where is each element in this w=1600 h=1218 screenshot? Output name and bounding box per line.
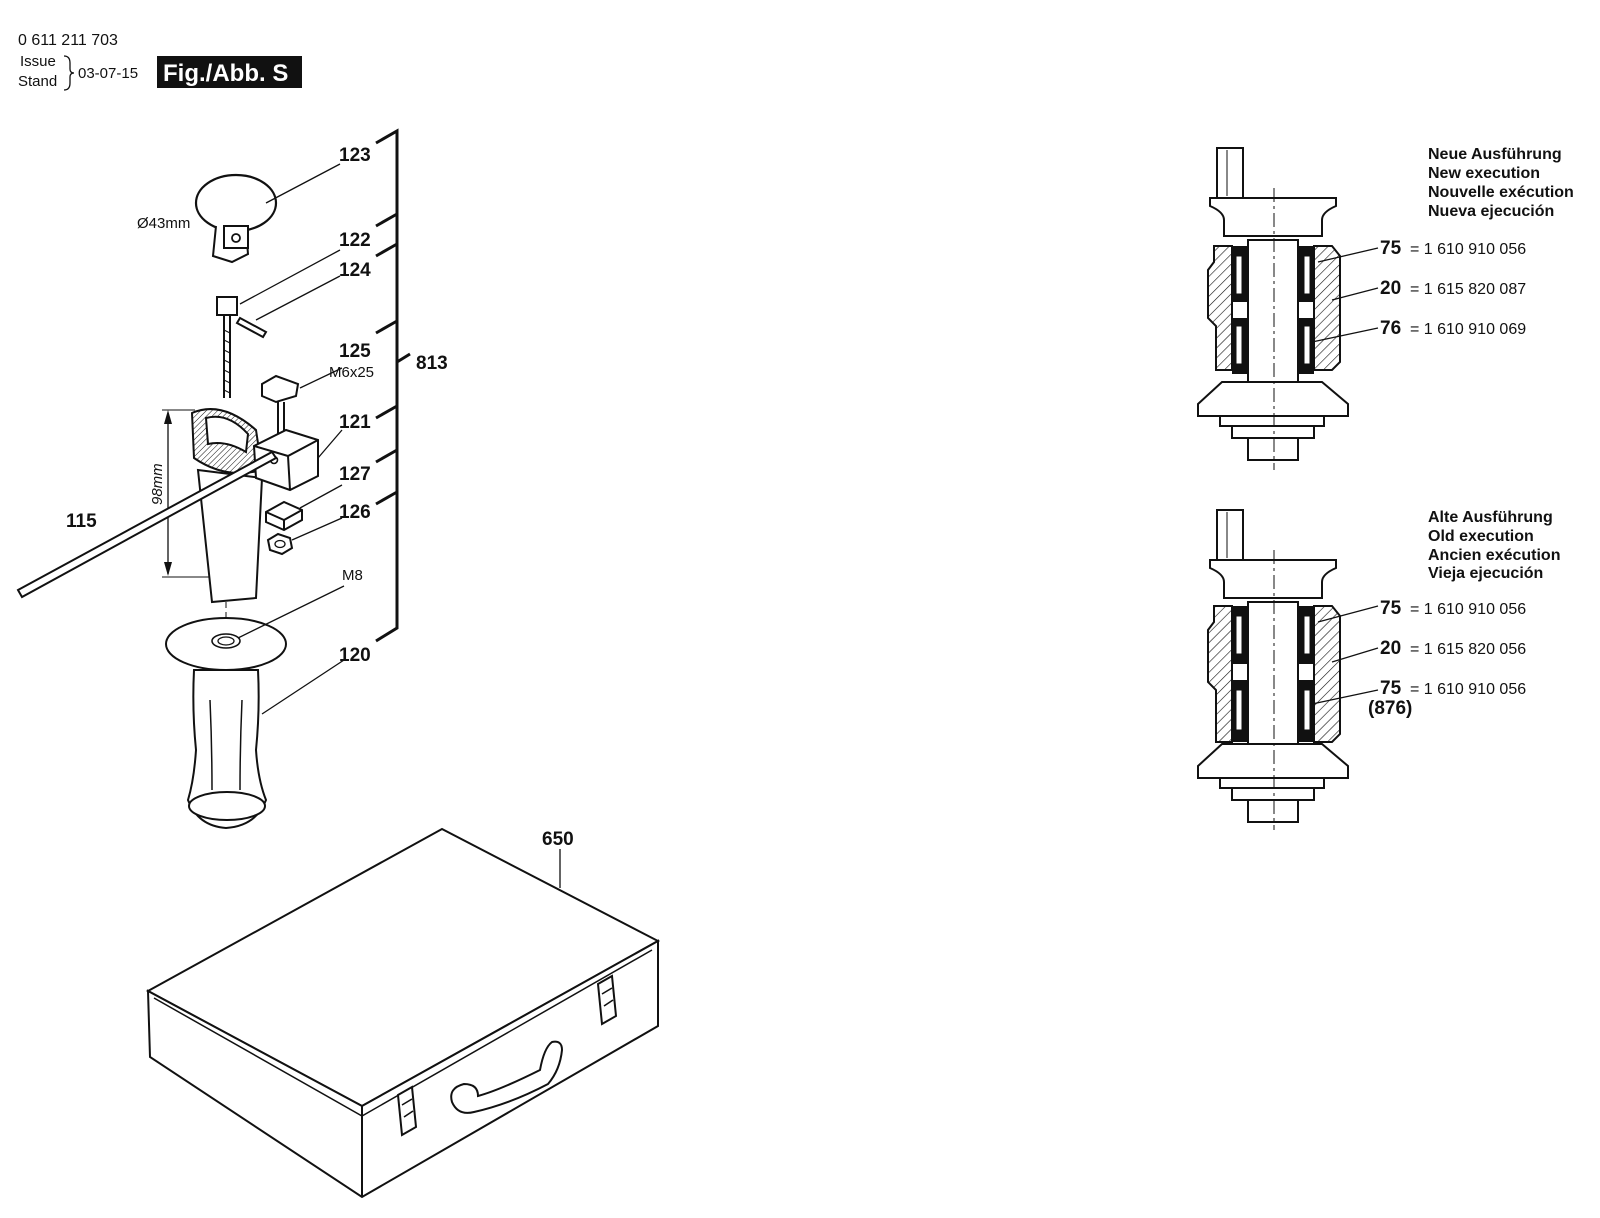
label-123: 123 xyxy=(339,145,371,166)
label-diameter: Ø43mm xyxy=(137,215,190,232)
brace-icon xyxy=(63,55,75,91)
label-122: 122 xyxy=(339,230,371,251)
grip-120 xyxy=(186,669,268,830)
old-part-eq-1: = 1 610 910 056 xyxy=(1410,601,1526,618)
label-m8: M8 xyxy=(342,567,363,584)
label-127: 127 xyxy=(339,464,371,485)
label-813: 813 xyxy=(416,353,448,374)
new-part-eq-1: = 1 610 910 056 xyxy=(1410,241,1526,258)
carrying-case-650: 650 xyxy=(145,827,661,1199)
label-120: 120 xyxy=(339,645,371,666)
new-execution-diagram: Neue Ausführung New execution Nouvelle e… xyxy=(1197,146,1574,470)
old-line-3: Ancien exécution xyxy=(1428,547,1560,564)
old-part-extra: (876) xyxy=(1368,698,1412,719)
figure-label-box xyxy=(157,56,302,88)
new-part-num-3: 76 xyxy=(1380,318,1401,339)
new-line-2: New execution xyxy=(1428,165,1540,182)
new-part-eq-3: = 1 610 910 069 xyxy=(1410,321,1526,338)
case-handle xyxy=(450,1040,564,1114)
new-line-1: Neue Ausführung xyxy=(1428,146,1562,163)
new-part-num-2: 20 xyxy=(1380,278,1401,299)
new-line-3: Nouvelle exécution xyxy=(1428,184,1574,201)
latch-right xyxy=(596,974,618,1026)
auxiliary-handle-assembly: 98mm 123 Ø43mm 122 xyxy=(16,128,448,830)
length-98mm: 98mm xyxy=(149,463,166,505)
old-line-1: Alte Ausführung xyxy=(1428,509,1553,526)
grip-guard-120 xyxy=(165,617,287,671)
old-part-num-1: 75 xyxy=(1380,598,1402,619)
old-part-eq-3: = 1 610 910 056 xyxy=(1410,681,1526,698)
old-line-2: Old execution xyxy=(1428,528,1534,545)
new-line-4: Nueva ejecución xyxy=(1428,203,1554,220)
old-line-4: Vieja ejecución xyxy=(1428,565,1543,582)
new-part-eq-2: = 1 615 820 087 xyxy=(1410,281,1526,298)
depth-rod-115 xyxy=(16,450,278,599)
doc-number: 0 611 211 703 xyxy=(18,32,118,49)
label-650: 650 xyxy=(542,829,574,850)
old-part-num-2: 20 xyxy=(1380,638,1401,659)
label-121: 121 xyxy=(339,412,371,433)
label-115: 115 xyxy=(66,511,97,532)
clamp-block-121 xyxy=(252,428,319,492)
new-part-num-1: 75 xyxy=(1380,238,1402,259)
label-m6x25: M6x25 xyxy=(329,364,374,381)
latch-left xyxy=(396,1085,418,1137)
group-bracket-813 xyxy=(375,128,399,643)
old-execution-diagram: Alte Ausführung Old execution Ancien exé… xyxy=(1197,509,1560,830)
figure-label: Fig./Abb. S xyxy=(163,60,288,87)
issue-label: Issue xyxy=(20,53,56,70)
clamp-band-123 xyxy=(194,173,278,233)
label-124: 124 xyxy=(339,260,371,281)
label-126: 126 xyxy=(339,502,371,523)
label-125: 125 xyxy=(339,341,371,362)
old-part-num-3: 75 xyxy=(1380,678,1402,699)
old-part-eq-2: = 1 615 820 056 xyxy=(1410,641,1526,658)
issue-date: 03-07-15 xyxy=(78,65,138,82)
stand-label: Stand xyxy=(18,73,57,90)
